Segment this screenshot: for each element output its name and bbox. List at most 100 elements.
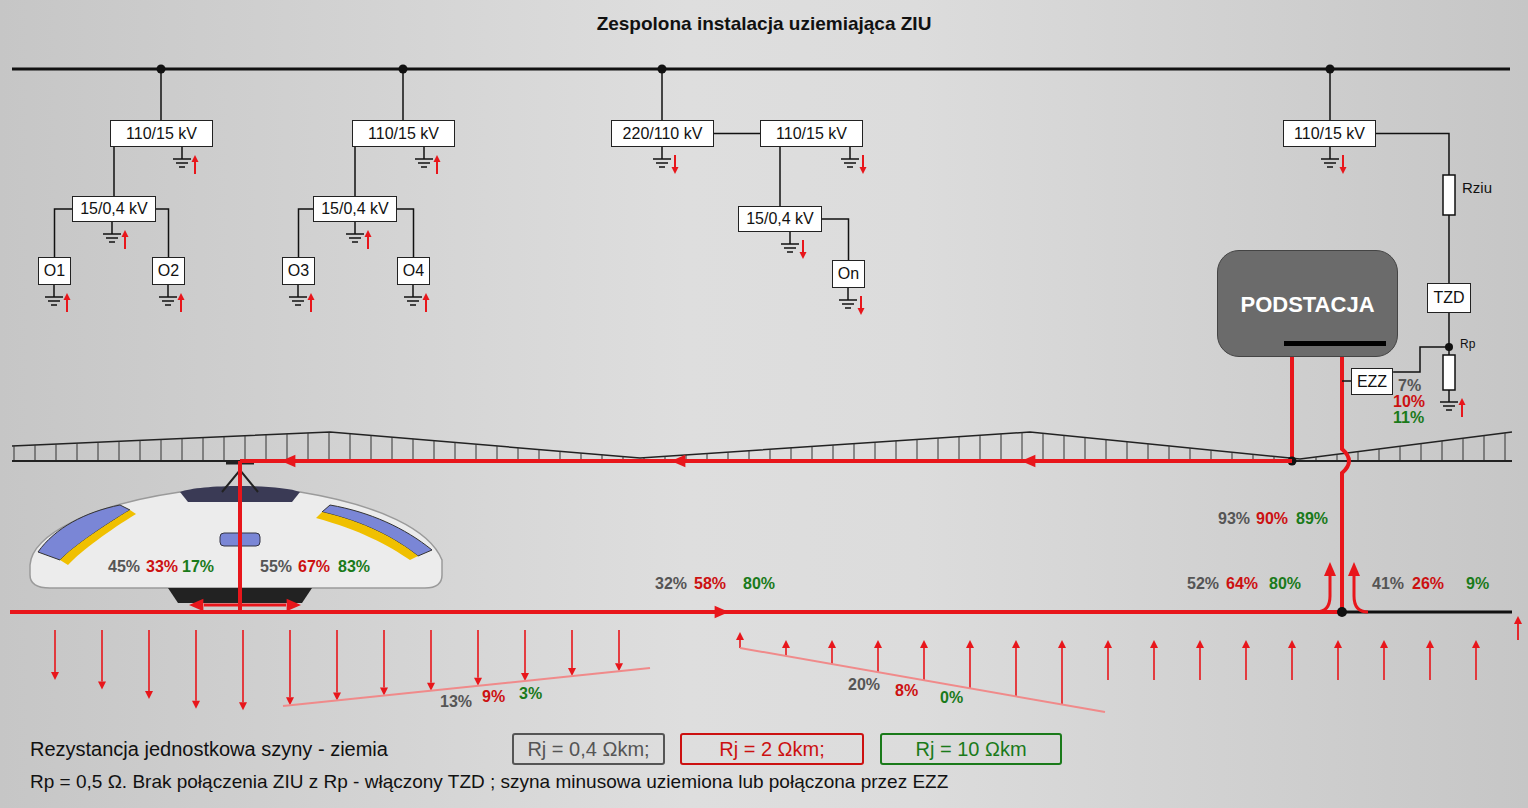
arrow-head [1058,640,1066,648]
dropper [1379,449,1380,461]
percentage-value: 55% [260,558,292,576]
equipment-box: O1 [38,257,71,285]
ground-bar [410,304,416,306]
arrow-head [423,293,430,300]
arrow-shaft [195,630,197,701]
ground-bar [1446,409,1452,411]
wire-connector [113,147,115,196]
box-label: 110/15 kV [776,125,847,143]
equipment-box: TZD [1427,283,1470,313]
arrow-shaft [1337,648,1339,680]
ground-bar [1324,162,1336,164]
dropper [203,438,204,461]
ground-bar [421,166,427,168]
arrow-shaft [1342,155,1344,167]
resistor-label: Rp [1460,338,1475,351]
arrow-shaft [1475,648,1477,680]
percentage-value: 9% [1466,575,1489,593]
arrow-shaft [1199,648,1201,680]
percentage-value: 90% [1256,510,1288,528]
arrow-head [736,632,744,640]
potential-line [740,648,1105,712]
equipment-box: On [832,260,865,288]
earth-currents [51,616,1522,712]
arrow-head [287,599,301,612]
dropper [119,441,120,461]
arrow-shaft [289,630,291,697]
wire-connector [1393,313,1449,372]
dropper [1106,440,1107,461]
arrow-head [858,308,865,315]
box-label: O1 [44,262,65,280]
rail-current [10,610,1342,614]
junction-dot [1337,607,1347,617]
dropper [1043,433,1044,461]
equipment-box: 15/0,4 kV [72,196,156,222]
percentage-value: 3% [519,685,542,703]
arrow-shaft [367,237,369,249]
equipment-box: 15/0,4 kV [313,196,397,222]
arrow-shaft [674,155,676,167]
percentage-value: 41% [1372,575,1404,593]
dropper [455,442,456,461]
dropper [1442,441,1443,461]
arrow-head [828,640,836,648]
ground-bar [295,304,301,306]
dropper [938,438,939,461]
dropper [413,439,414,461]
note-text: Rp = 0,5 Ω. Brak połączenia ZIU z Rp - w… [30,772,948,793]
ground-bar [106,237,118,239]
dropper [497,446,498,461]
ground-bar [1327,166,1333,168]
arrow-head [966,640,974,648]
equipment-box: 110/15 kV [760,120,863,147]
wire-connector [156,209,169,257]
percentage-value: 45% [108,558,140,576]
ground-bar [415,158,433,160]
arrow-head [51,672,59,680]
arrow-shaft [1061,648,1063,704]
ground-bar [179,166,185,168]
percentage-value: 80% [743,575,775,593]
box-label: On [838,265,859,283]
arrow-head [145,691,153,699]
dropper [917,440,918,461]
arrow-head [1340,167,1347,174]
ground-bar [653,158,671,160]
dropper [350,434,351,461]
ground-bar [404,296,422,298]
dropper [896,441,897,461]
equipment-box: EZZ [1351,368,1393,395]
box-label: EZZ [1357,373,1387,391]
arrow-shaft [1429,648,1431,680]
arrow-head [434,155,441,162]
feeder-line [1290,357,1294,461]
percentage-value: 26% [1412,575,1444,593]
arrow-head [1380,640,1388,648]
dropper [77,443,78,461]
dropper [1358,452,1359,461]
messenger-wire [12,432,1512,459]
arrow-head [239,702,247,710]
return-current [1316,575,1330,612]
ground-bar [845,307,851,309]
ground-bar [103,233,121,235]
arrow-head [308,293,315,300]
train-window [38,505,130,560]
dropper [812,447,813,461]
ground-stem [847,288,849,300]
arrow-shaft [1015,648,1017,696]
box-label: 110/15 kV [1294,125,1365,143]
arrow-shaft [477,630,479,678]
arrow-head [192,701,200,709]
arrow-shaft [1383,648,1385,680]
dropper [434,441,435,461]
ground-bar [847,166,853,168]
rail [10,611,1512,614]
equipment-box: O4 [397,257,430,285]
arrow-head [782,640,790,648]
percentage-value: 7% [1398,377,1421,395]
ground-bar [51,304,57,306]
resistor-label: Rziu [1462,180,1492,197]
legend-swatch: Rj = 2 Ωkm; [680,733,864,765]
